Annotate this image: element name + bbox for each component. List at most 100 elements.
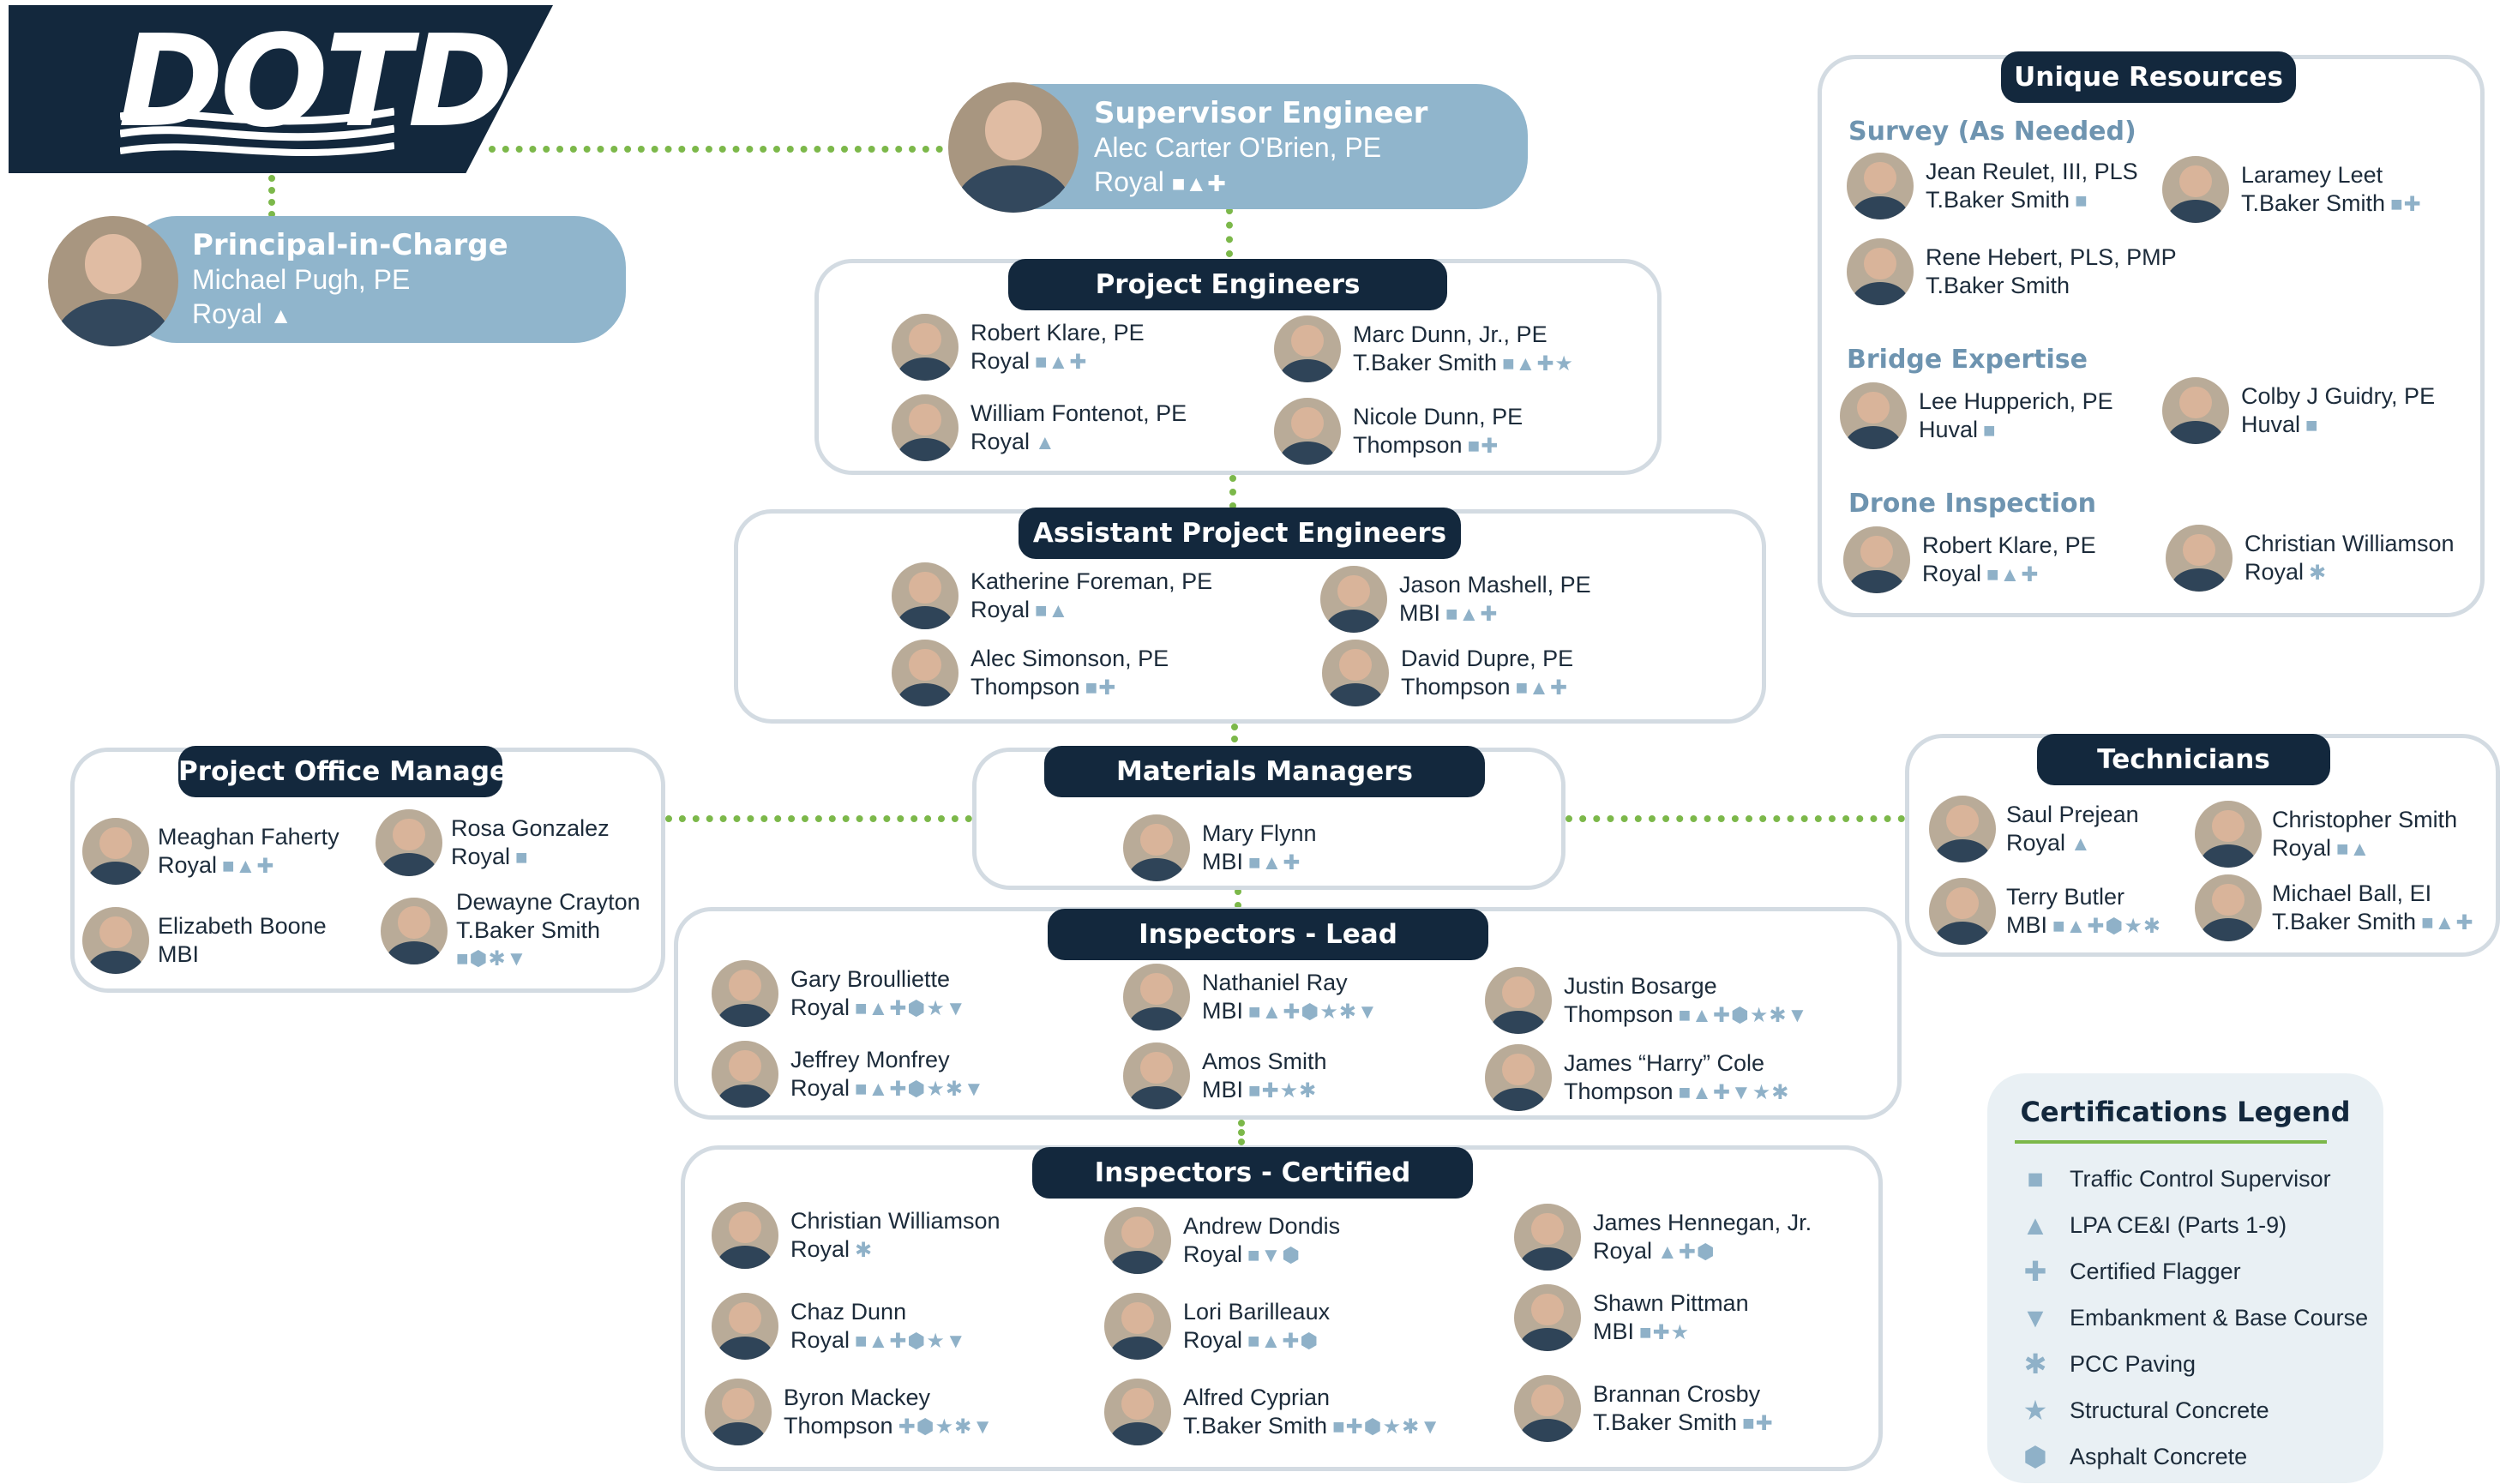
person-company: Royal bbox=[790, 1235, 850, 1262]
legend-item: ▲LPA CE&I (Parts 1-9) bbox=[2020, 1202, 2368, 1248]
person-company: Royal bbox=[1922, 560, 1982, 586]
person-name: Chaz Dunn bbox=[790, 1298, 907, 1325]
person-company: Royal bbox=[2272, 834, 2332, 861]
person-name: Shawn Pittman bbox=[1593, 1289, 1749, 1316]
avatar bbox=[705, 1379, 772, 1445]
person-company: T.Baker Smith bbox=[1593, 1409, 1738, 1435]
person-card: James Hennegan, Jr.Royal▲✚⬢ bbox=[1514, 1204, 1812, 1271]
avatar bbox=[1123, 1042, 1190, 1109]
principal-certs: ▲ bbox=[269, 303, 292, 328]
person-name: Alec Simonson, PE bbox=[971, 645, 1169, 671]
cert-badges: ■▲✚ bbox=[2421, 910, 2474, 934]
avatar bbox=[892, 314, 959, 381]
person-company: Royal bbox=[971, 596, 1031, 622]
person-name: Jason Mashell, PE bbox=[1399, 571, 1591, 598]
supervisor-certs: ■▲✚ bbox=[1171, 171, 1226, 196]
person-name: James “Harry” Cole bbox=[1564, 1049, 1765, 1076]
assistant-engineers-header: Assistant Project Engineers bbox=[1019, 508, 1461, 559]
person-company: Thompson bbox=[1564, 1000, 1674, 1027]
avatar bbox=[1514, 1204, 1581, 1271]
principal-name: Michael Pugh, PE bbox=[192, 264, 411, 295]
avatar bbox=[712, 1041, 778, 1108]
person-name: Dewayne Crayton bbox=[456, 889, 640, 915]
avatar bbox=[1485, 1044, 1552, 1111]
person-company: Thompson bbox=[1401, 673, 1511, 700]
principal-pill: Principal-in-Charge Michael Pugh, PE Roy… bbox=[125, 216, 626, 343]
person-name: Amos Smith bbox=[1202, 1048, 1327, 1074]
legend-item: ⬢Asphalt Concrete bbox=[2020, 1433, 2368, 1480]
legend-item: ✱PCC Paving bbox=[2020, 1341, 2368, 1387]
legend-item: ★Structural Concrete bbox=[2020, 1387, 2368, 1433]
cert-badges: ■▲✚ bbox=[1986, 562, 2040, 586]
avatar bbox=[1123, 964, 1190, 1030]
person-company: Huval bbox=[1919, 416, 1979, 442]
cert-badges: ■▲✚ bbox=[1445, 602, 1499, 626]
person-company: Royal bbox=[1183, 1326, 1243, 1353]
cert-badges: ■ bbox=[515, 845, 529, 869]
person-company: Royal bbox=[790, 1074, 850, 1101]
cert-badges: ■✚⬢★✱▼ bbox=[1332, 1415, 1441, 1439]
person-company: T.Baker Smith bbox=[2241, 189, 2386, 216]
cert-badges: ▲✚⬢ bbox=[1657, 1240, 1716, 1264]
principal-company-line: Royal ▲ bbox=[192, 297, 626, 333]
avatar bbox=[82, 907, 149, 974]
person-company: Royal bbox=[1183, 1241, 1243, 1267]
avatar bbox=[1485, 967, 1552, 1034]
avatar bbox=[892, 640, 959, 706]
person-name: Alfred Cyprian bbox=[1183, 1384, 1331, 1410]
avatar bbox=[1274, 398, 1341, 465]
cert-badges: ■▲ bbox=[1035, 598, 1070, 622]
connector-logo-principal bbox=[268, 175, 275, 218]
avatar bbox=[2195, 801, 2262, 868]
avatar bbox=[712, 1202, 778, 1269]
legend-label: Certified Flagger bbox=[2070, 1258, 2241, 1284]
office-managers-header: Project Office Managers bbox=[178, 746, 537, 797]
avatar bbox=[712, 1293, 778, 1360]
star-icon: ★ bbox=[2022, 1395, 2048, 1426]
person-name: Laramey Leet bbox=[2241, 161, 2383, 188]
inspectors-lead-header: Inspectors - Lead bbox=[1048, 909, 1488, 960]
bridge-label: Bridge Expertise bbox=[1847, 345, 2088, 375]
legend-label: Asphalt Concrete bbox=[2070, 1443, 2248, 1469]
supervisor-pill: Supervisor Engineer Alec Carter O'Brien,… bbox=[983, 84, 1528, 209]
dotd-logo bbox=[9, 5, 553, 173]
principal-company: Royal bbox=[192, 298, 262, 329]
person-company: Royal bbox=[971, 428, 1031, 454]
connector-ape-mm bbox=[1231, 724, 1238, 754]
person-company: MBI bbox=[1399, 599, 1441, 626]
avatar bbox=[1847, 238, 1914, 305]
person-name: Meaghan Faherty bbox=[158, 823, 340, 850]
cert-badges: ■▲✚ bbox=[1515, 676, 1568, 700]
cert-badges: ■▲✚ bbox=[222, 854, 275, 878]
cross-icon: ✚ bbox=[2023, 1256, 2047, 1287]
person-company: Royal bbox=[790, 1326, 850, 1353]
legend-rule bbox=[2015, 1140, 2327, 1144]
connector-mm-lead bbox=[1235, 888, 1241, 909]
connector-pe-ape bbox=[1229, 475, 1236, 509]
person-name: Lee Hupperich, PE bbox=[1919, 388, 2113, 414]
person-company: Royal bbox=[790, 994, 850, 1020]
cert-badges: ▲ bbox=[1035, 430, 1056, 454]
person-company: T.Baker Smith bbox=[1926, 186, 2070, 213]
person-name: Christian Williamson bbox=[790, 1207, 1001, 1234]
avatar bbox=[1514, 1375, 1581, 1442]
person-company: MBI bbox=[1202, 997, 1244, 1024]
person-name: Lori Barilleaux bbox=[1183, 1298, 1331, 1325]
person-name: Christian Williamson bbox=[2245, 530, 2455, 556]
square-icon: ■ bbox=[2027, 1163, 2044, 1194]
